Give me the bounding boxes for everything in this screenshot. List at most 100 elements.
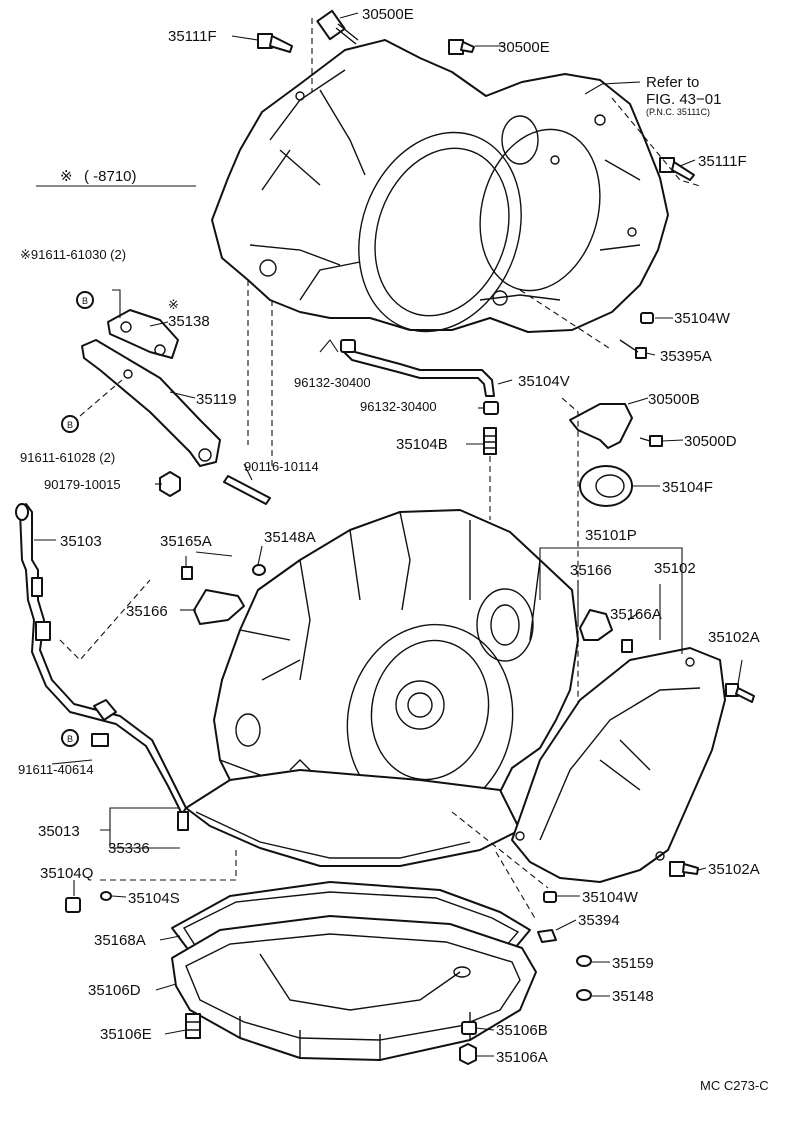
bolt-30500E-mid: [448, 39, 475, 55]
plug-35104B: [483, 427, 497, 520]
seal-35104F: [579, 465, 633, 507]
bolt-30500D: [639, 435, 663, 447]
label-35168A: 35168A: [94, 932, 146, 949]
label-35104B: 35104B: [396, 436, 448, 453]
label-35104V: 35104V: [518, 373, 570, 390]
label-96132-30400-a: 96132-30400: [294, 375, 371, 390]
label-35104S: 35104S: [128, 890, 180, 907]
pan-leaders: [73, 811, 610, 1057]
upper-leaders: [231, 12, 701, 470]
figure-code: MC C273-C: [700, 1078, 769, 1093]
label-35166-b: 35166: [126, 603, 168, 620]
bracket-35119: [81, 339, 221, 467]
label-35102: 35102: [654, 560, 696, 577]
pad-35166-left: [193, 589, 245, 625]
label-35103: 35103: [60, 533, 102, 550]
label-35104F: 35104F: [662, 479, 713, 496]
svg-text:B: B: [67, 420, 73, 430]
part-labels: 30500E 35111F 30500E 35111F ※91611-61030…: [18, 6, 760, 1066]
label-35106A: 35106A: [496, 1049, 548, 1066]
label-35336: 35336: [108, 840, 150, 857]
label-35138: 35138: [168, 313, 210, 330]
label-35102A-top: 35102A: [708, 629, 760, 646]
label-35104W-top: 35104W: [674, 310, 731, 327]
bolt-marker-2: B: [61, 415, 79, 433]
label-35395A: 35395A: [660, 348, 712, 365]
bolt-35102A-top: [725, 683, 755, 703]
label-35166A: 35166A: [610, 606, 662, 623]
ring-35148: [576, 989, 592, 1001]
label-30500B: 30500B: [648, 391, 700, 408]
dipstick-tube: [15, 503, 189, 831]
note-range: ( -8710): [84, 168, 137, 185]
label-35102A-bottom: 35102A: [708, 861, 760, 878]
label-35013: 35013: [38, 823, 80, 840]
label-35148: 35148: [612, 988, 654, 1005]
left-leaders: [79, 289, 253, 485]
hose-leaders: [319, 339, 513, 445]
label-90179-10015: 90179-10015: [44, 477, 121, 492]
bolt-35111F-right: [659, 157, 695, 181]
plug-35104W-bottom: [543, 891, 557, 903]
bolt-30500E-top: [316, 9, 359, 45]
label-35101P: 35101P: [585, 527, 637, 544]
label-35104W-bottom: 35104W: [582, 889, 639, 906]
label-35106D: 35106D: [88, 982, 141, 999]
filter-35159: [576, 955, 592, 967]
note-symbol: ※: [60, 168, 73, 185]
bolt-35166A: [621, 639, 633, 653]
plug-35104W-top: [640, 312, 654, 324]
label-35159: 35159: [612, 955, 654, 972]
breather-hose: [340, 339, 499, 415]
bolt-marker-3: B: [61, 729, 79, 747]
case-lower-pan-edge: [185, 769, 521, 867]
plug-35104Q: [65, 897, 81, 913]
label-35148A: 35148A: [264, 529, 316, 546]
label-96132-30400-b: 96132-30400: [360, 399, 437, 414]
label-35166-a: 35166: [570, 562, 612, 579]
bracket-35138: [107, 309, 179, 359]
svg-text:B: B: [67, 734, 73, 744]
bolt-marker-1: B: [76, 291, 94, 309]
label-30500D: 30500D: [684, 433, 737, 450]
pad-35166-right: [579, 609, 613, 641]
plug-35106E: [185, 1013, 201, 1039]
bolt-35102A-bottom: [669, 861, 699, 877]
oil-pan-35106D: [171, 915, 537, 1061]
transaxle-housing: [211, 39, 669, 333]
label-91611-61028: 91611-61028 (2): [20, 450, 115, 465]
plug-35106A: [459, 1043, 477, 1065]
plug-35106B: [461, 1021, 477, 1035]
ring-35148A: [252, 564, 266, 576]
bracket-30500B: [569, 403, 633, 449]
refer-note: Refer to FIG. 43−01 (P.N.C. 35111C): [646, 74, 721, 117]
note-date-range: ※ ( -8710): [36, 168, 196, 187]
label-35138-mark: ※: [168, 297, 179, 312]
refer-line3: (P.N.C. 35111C): [646, 107, 710, 117]
lower-left-leaders: [34, 539, 263, 849]
bolt-90116-10114: [223, 475, 271, 505]
label-35106B: 35106B: [496, 1022, 548, 1039]
bolt-35165A: [181, 566, 193, 580]
refer-line2: FIG. 43−01: [646, 91, 721, 108]
plate-35394: [537, 929, 557, 943]
bolt-35395A: [619, 339, 647, 359]
label-35119: 35119: [196, 391, 237, 408]
oring-35104S: [100, 891, 112, 901]
refer-line1: Refer to: [646, 74, 699, 91]
label-91611-61030: ※91611-61030 (2): [20, 247, 126, 262]
svg-text:B: B: [82, 296, 88, 306]
label-35394: 35394: [578, 912, 620, 929]
label-30500E-top: 30500E: [362, 6, 414, 23]
label-35111F-right: 35111F: [698, 153, 747, 170]
label-30500E-mid: 30500E: [498, 39, 550, 56]
label-90116-10114: 90116-10114: [244, 459, 319, 474]
label-91611-40614: 91611-40614: [18, 762, 94, 777]
nut-90179-10015: [159, 471, 181, 497]
right-upper-leaders: [561, 397, 684, 720]
group-bracket-35101P: [539, 547, 743, 871]
label-35165A: 35165A: [160, 533, 212, 550]
bolt-35111F-top: [257, 33, 293, 53]
label-35111F-top: 35111F: [168, 28, 217, 45]
